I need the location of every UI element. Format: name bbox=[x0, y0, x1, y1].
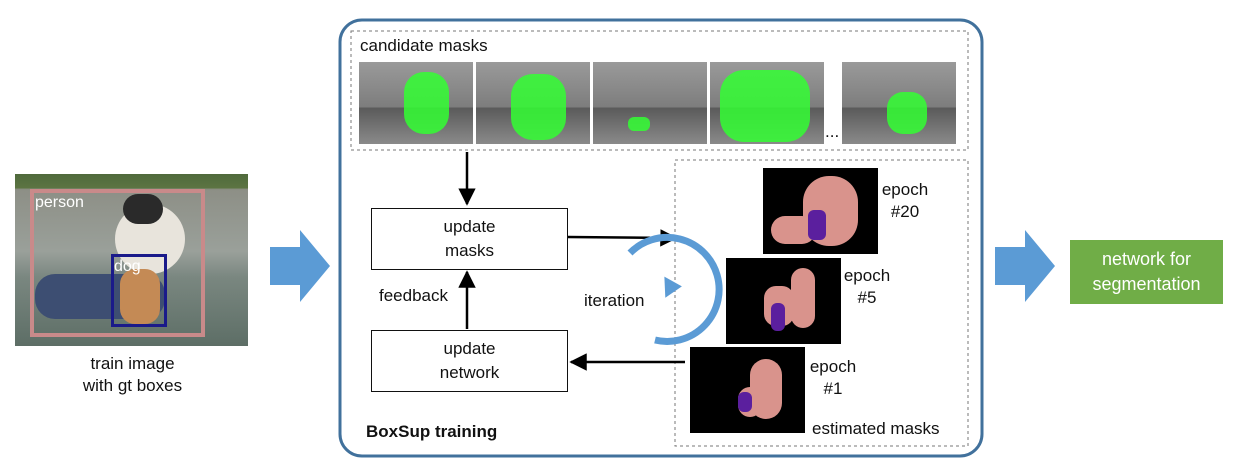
dog-box-label: dog bbox=[114, 258, 141, 275]
iteration-label: iteration bbox=[584, 291, 645, 310]
candidate-masks-label: candidate masks bbox=[360, 36, 488, 55]
train-image-photo: person dog bbox=[15, 174, 248, 346]
candidate-mask-thumb bbox=[842, 62, 956, 144]
boxsup-frame bbox=[338, 18, 984, 458]
update-network-line2: network bbox=[439, 363, 500, 382]
train-image-caption-line2: with gt boxes bbox=[82, 376, 183, 395]
estimated-masks-label: estimated masks bbox=[812, 419, 940, 438]
update-masks-line1: update bbox=[443, 217, 496, 236]
epoch1-line2: #1 bbox=[823, 379, 843, 398]
epoch20-line1: epoch bbox=[881, 180, 929, 199]
epoch5-label: epoch #5 bbox=[842, 265, 892, 309]
estimated-mask-epoch1 bbox=[690, 347, 805, 433]
input-arrow bbox=[270, 230, 330, 302]
epoch1-line1: epoch bbox=[809, 357, 857, 376]
candidate-masks-frame bbox=[350, 30, 969, 151]
output-arrow bbox=[995, 230, 1055, 302]
update-network-box: update network bbox=[371, 330, 568, 392]
output-line2: segmentation bbox=[1092, 274, 1201, 294]
output-network-box: network for segmentation bbox=[1070, 240, 1223, 304]
dog-bbox bbox=[111, 254, 167, 327]
train-image-caption: train image with gt boxes bbox=[40, 353, 225, 397]
candidate-masks-ellipsis: ... bbox=[825, 122, 840, 141]
person-bbox bbox=[30, 189, 205, 337]
candidate-mask-thumb bbox=[476, 62, 590, 144]
estimated-mask-epoch20 bbox=[763, 168, 878, 254]
estimated-masks-frame bbox=[674, 159, 969, 447]
person-box-label: person bbox=[35, 194, 84, 211]
epoch5-line1: epoch bbox=[843, 266, 891, 285]
update-masks-line2: masks bbox=[444, 241, 495, 260]
boxsup-title: BoxSup training bbox=[366, 422, 498, 441]
update-network-line1: update bbox=[443, 339, 496, 358]
feedback-label: feedback bbox=[379, 286, 448, 305]
train-image-caption-line1: train image bbox=[90, 354, 175, 373]
update-masks-box: update masks bbox=[371, 208, 568, 270]
epoch1-label: epoch #1 bbox=[808, 356, 858, 400]
epoch5-line2: #5 bbox=[857, 288, 877, 307]
epoch20-line2: #20 bbox=[890, 202, 920, 221]
epoch20-label: epoch #20 bbox=[880, 179, 930, 223]
candidate-mask-thumb bbox=[593, 62, 707, 144]
output-line1: network for bbox=[1101, 249, 1192, 269]
estimated-mask-epoch5 bbox=[726, 258, 841, 344]
iteration-cycle-icon bbox=[627, 233, 723, 345]
candidate-mask-thumb bbox=[710, 62, 824, 144]
iteration-cycle-arrowhead bbox=[664, 276, 682, 298]
candidate-mask-thumb bbox=[359, 62, 473, 144]
